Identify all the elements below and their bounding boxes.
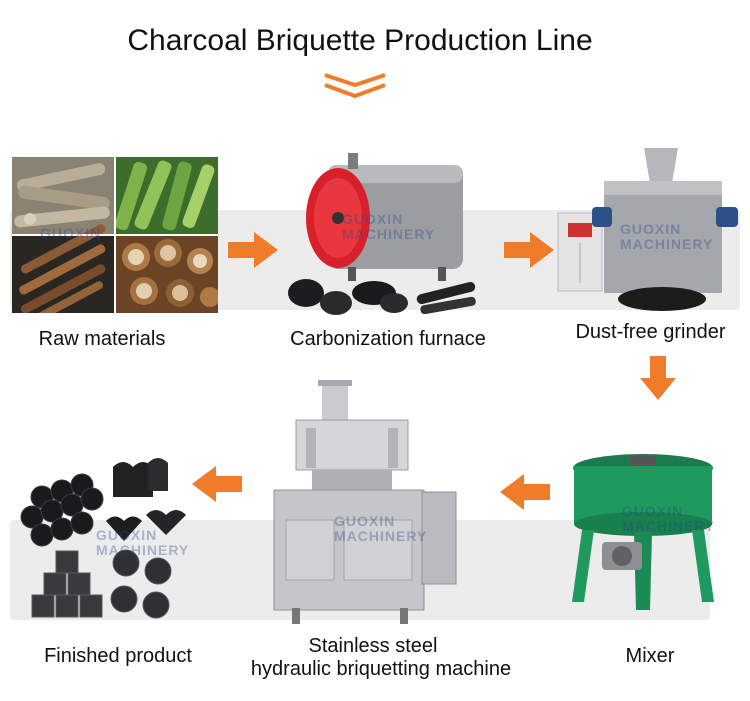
page-title: Charcoal Briquette Production Line [127,24,593,57]
carbonization-furnace-image [288,153,476,315]
step-label-mixer: Mixer [625,645,675,667]
finished-product-image [20,458,186,619]
raw-materials-image [12,157,218,313]
arrow-right-icon [228,232,278,268]
briquetting-machine-image [273,380,457,624]
step-label-finished-product: Finished product [44,645,192,667]
step-label-briquetting-line2: hydraulic briquetting machine [250,658,512,680]
dust-free-grinder-image [557,148,738,311]
step-label-carbonization-furnace: Carbonization furnace [290,328,486,350]
mixer-image [572,454,714,610]
step-label-dust-free-grinder: Dust-free grinder [575,321,726,343]
arrow-left-icon [192,466,242,502]
arrow-left-icon [500,474,550,510]
step-label-briquetting-line1: Stainless steel [308,635,438,657]
step-label-raw-materials: Raw materials [38,328,166,350]
arrow-right-icon [504,232,554,268]
arrow-down-icon [640,356,676,400]
chevron-down-icon [324,73,386,99]
